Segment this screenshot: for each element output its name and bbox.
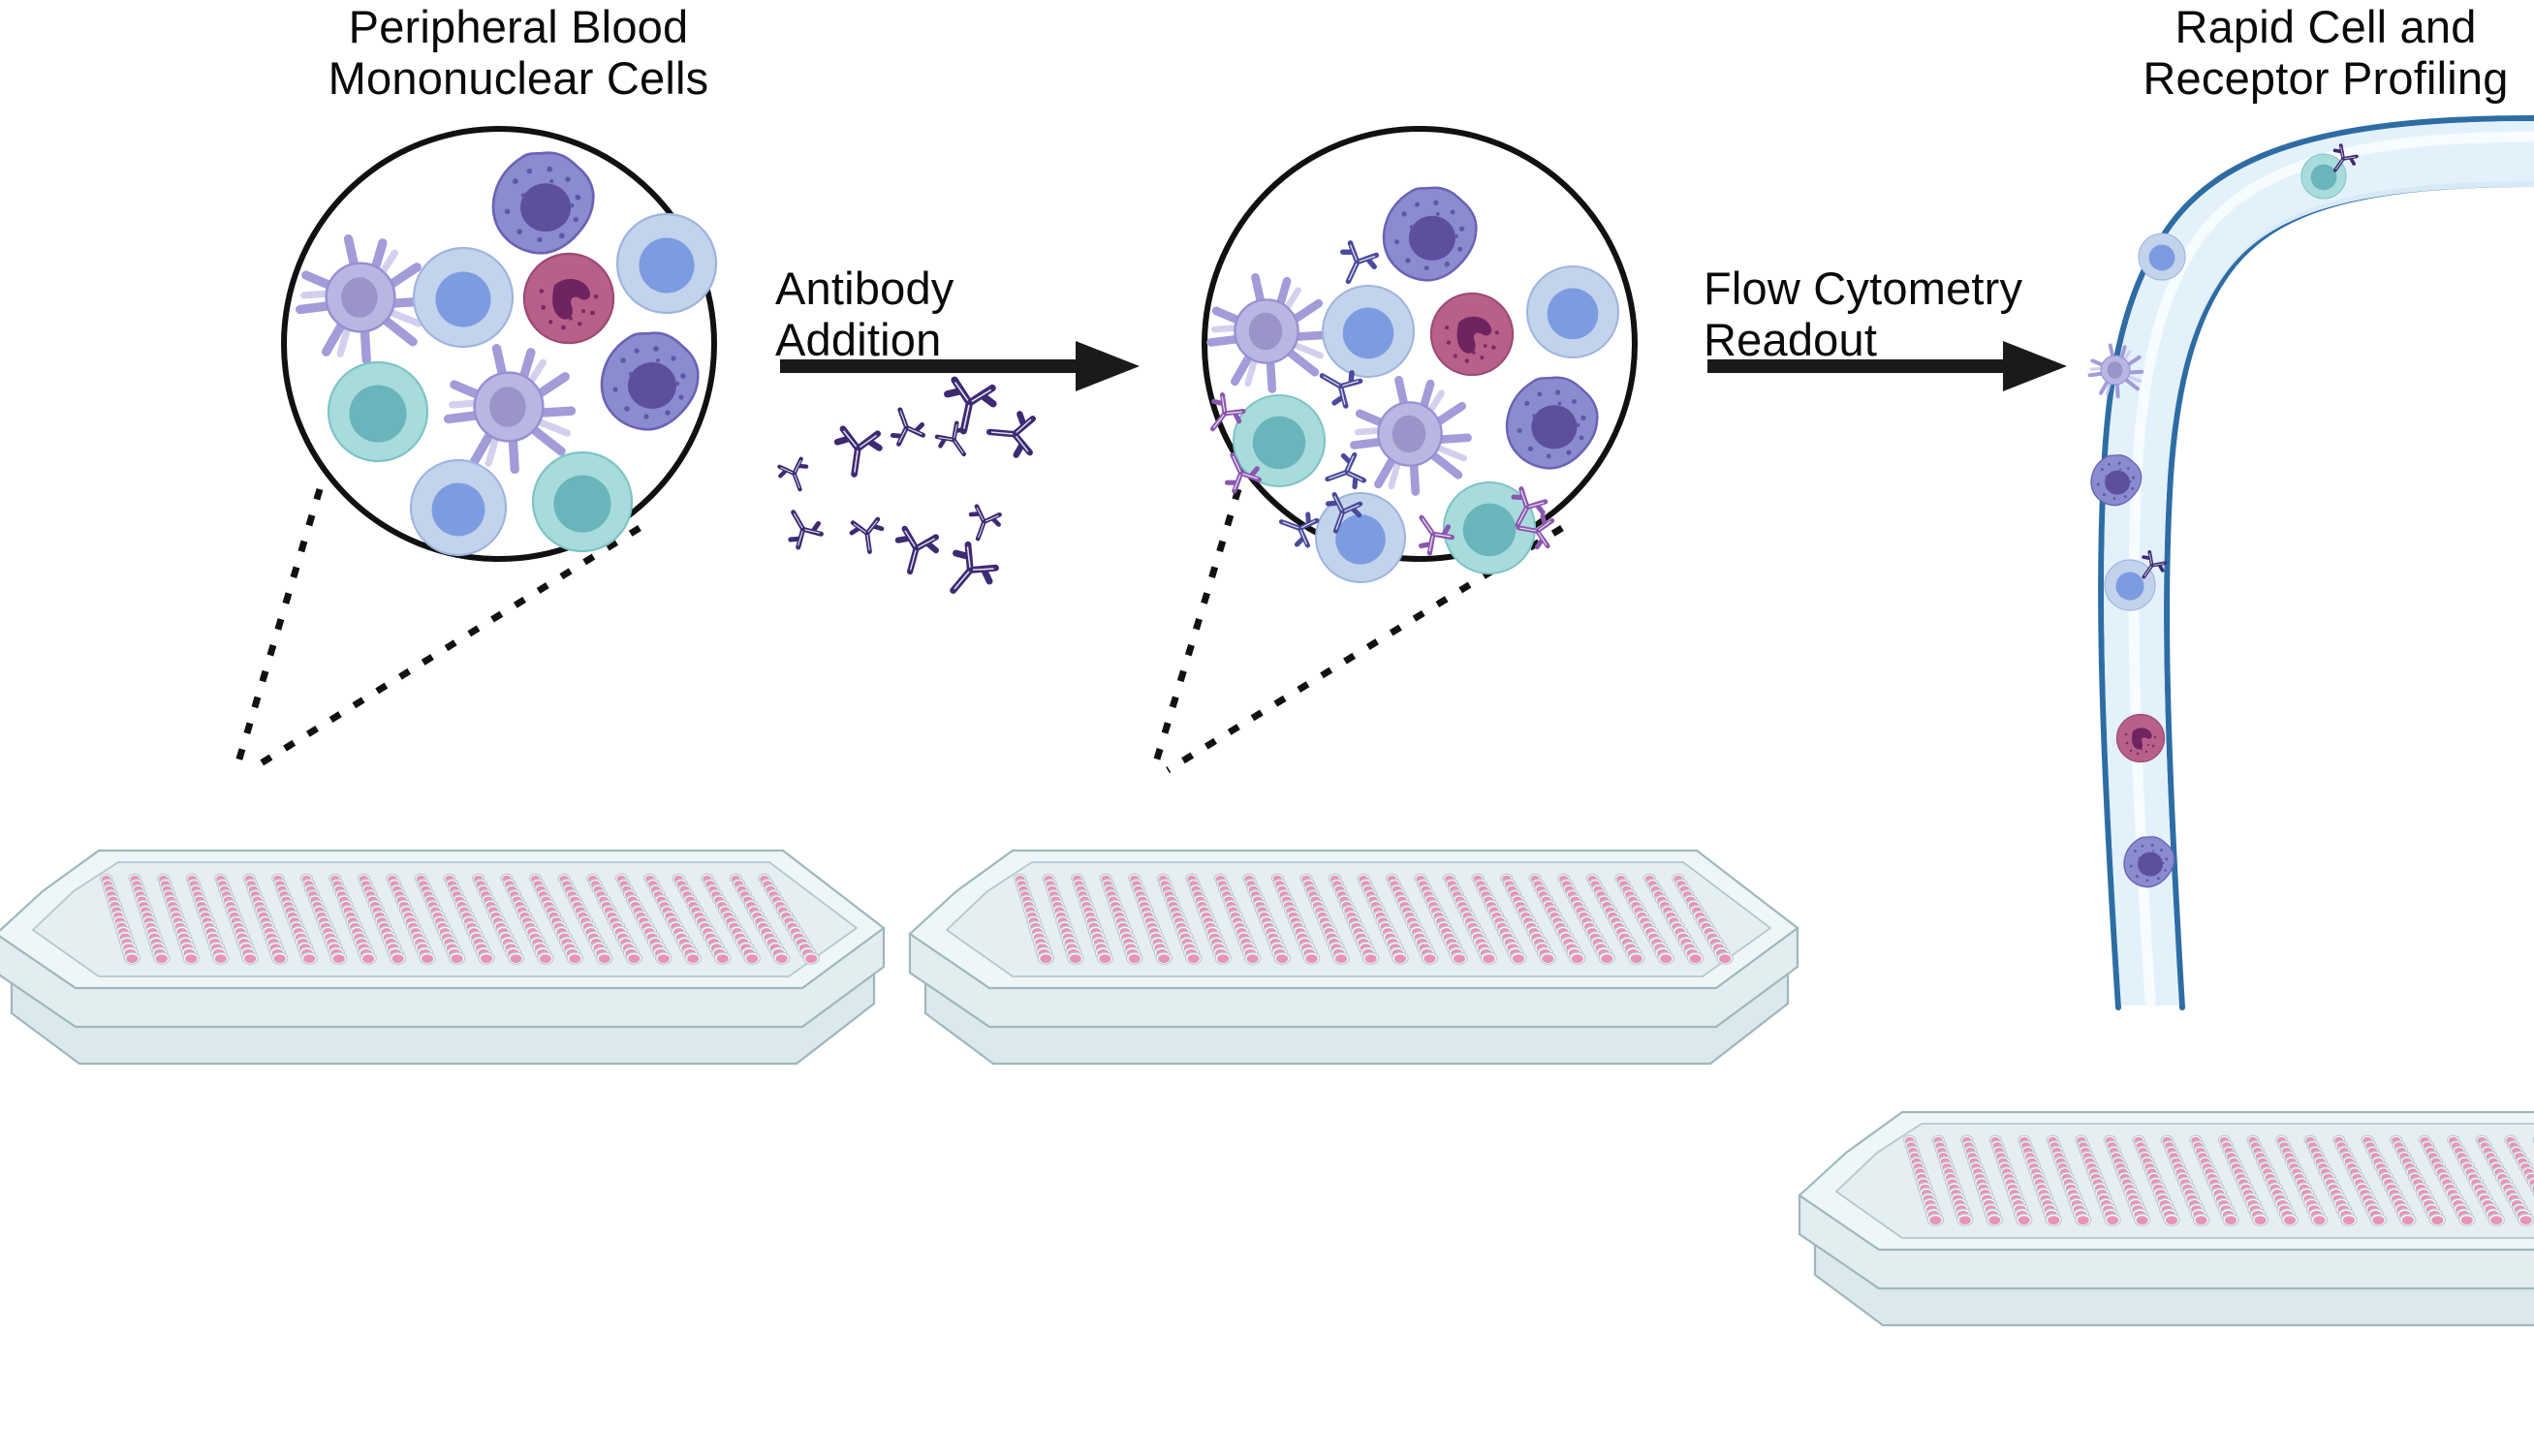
- cell-neutrophil: [2115, 713, 2166, 763]
- antibody-icon: [936, 542, 998, 604]
- antibody-addition-arrow: [780, 341, 1140, 391]
- well-plate-1: [0, 849, 886, 1066]
- flow-readout-arrow: [1707, 341, 2067, 391]
- antibody-icon: [777, 458, 813, 494]
- antibody-icon: [833, 428, 881, 477]
- cell-lymphocyte: [409, 458, 508, 557]
- antibody-icon: [964, 506, 1002, 544]
- magnifier-circle-pbmc: [281, 126, 718, 562]
- leader-stage2-right: [1166, 525, 1564, 773]
- label-rapid-profiling: Rapid Cell and Receptor Profiling: [2143, 1, 2509, 104]
- antibody-icon: [987, 412, 1033, 456]
- label-antibody-addition: Antibody Addition: [775, 263, 954, 365]
- cell-neutrophil: [1429, 292, 1515, 377]
- label-pbmc: Peripheral Blood Mononuclear Cells: [328, 1, 709, 104]
- antibody-icon: [886, 404, 926, 445]
- cell-neutrophil: [522, 252, 615, 345]
- cell-lymphocyte: [615, 212, 718, 315]
- leader-lines: [234, 487, 1564, 773]
- magnifier-circle-stained: [1200, 126, 1638, 584]
- cell-teal: [531, 450, 634, 553]
- cell-lymphocyte: [1321, 284, 1416, 379]
- cell-lymphocyte: [2138, 232, 2186, 281]
- antibody-icon: [851, 519, 885, 554]
- cell-lymphocyte: [2104, 559, 2156, 611]
- cell-teal: [1232, 393, 1327, 488]
- flow-cell-tube: [2087, 115, 2534, 1010]
- leader-stage1-right: [248, 525, 641, 773]
- leader-stage2-left: [1151, 487, 1242, 767]
- well-plate-2: [908, 849, 1799, 1066]
- antibody-icon: [892, 528, 940, 576]
- antibody-icon: [941, 379, 997, 435]
- well-plate-3: [1798, 1110, 2534, 1327]
- free-antibody-cloud: [777, 379, 1033, 604]
- cell-teal: [327, 360, 429, 463]
- cell-lymphocyte: [1525, 264, 1620, 359]
- label-flow-cytometry-readout: Flow Cytometry Readout: [1704, 263, 2023, 365]
- leader-stage1-left: [234, 487, 324, 767]
- cell-lymphocyte: [412, 246, 515, 349]
- process-arrows: [780, 341, 2067, 391]
- cell-teal: [2300, 153, 2347, 200]
- antibody-icon: [779, 505, 824, 549]
- antibody-icon: [935, 421, 976, 462]
